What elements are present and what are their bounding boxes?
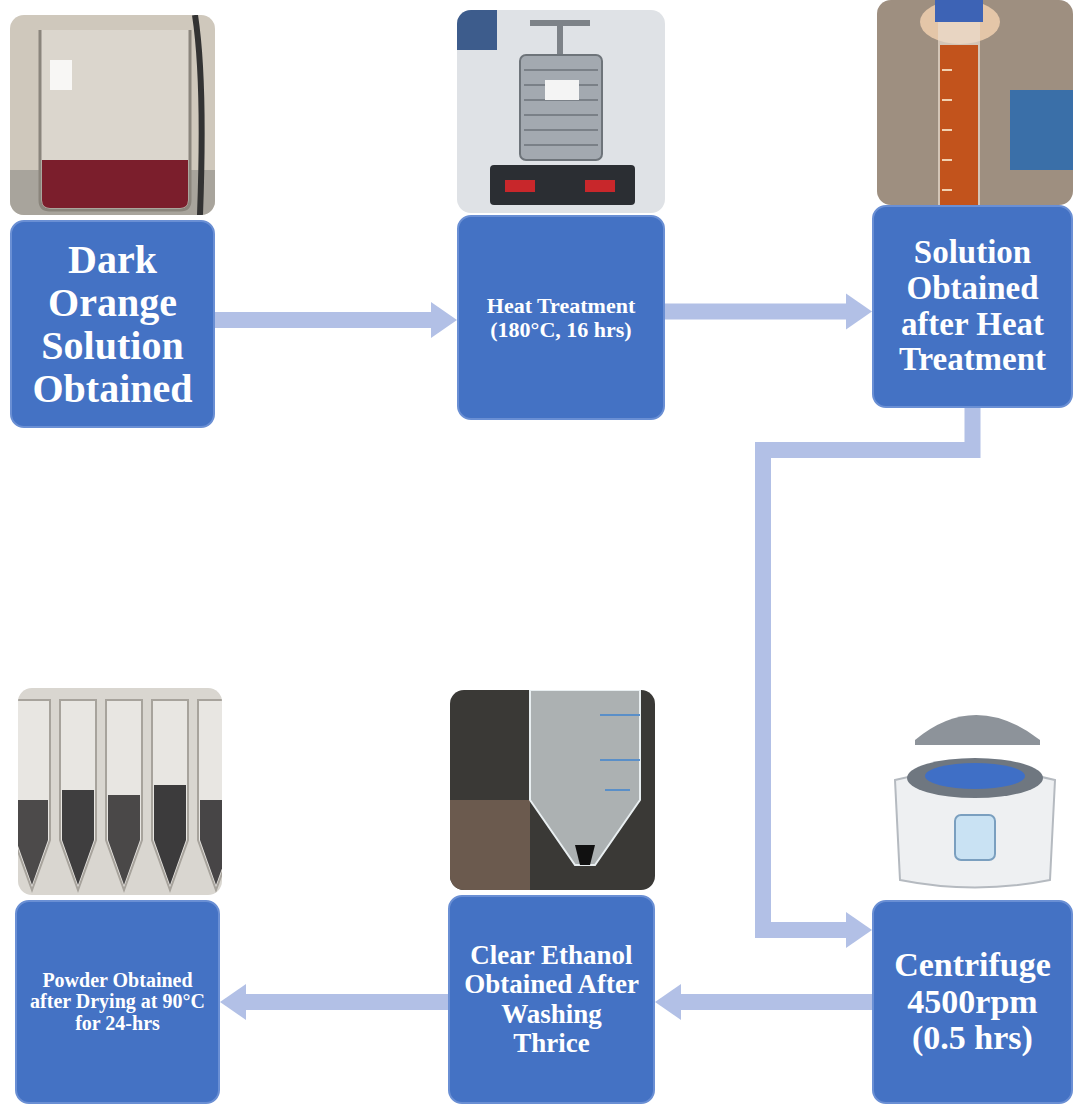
photo-ground	[457, 10, 665, 213]
photo-ground	[10, 15, 215, 215]
photo-ground	[450, 690, 655, 890]
flow-arrow	[665, 294, 872, 330]
process-box: Clear Ethanol Obtained After Washing Thr…	[448, 895, 655, 1104]
graduations	[600, 715, 640, 790]
arrow-head	[220, 984, 246, 1020]
background-object	[1010, 90, 1073, 170]
flow-arrow	[220, 984, 448, 1020]
beaker-mark	[50, 60, 72, 90]
graduations	[942, 70, 952, 190]
dark-liquid	[42, 160, 188, 208]
process-box: Centrifuge 4500rpm (0.5 hrs)	[872, 900, 1073, 1104]
mesh-lines	[524, 70, 598, 145]
step-label: Dark Orange Solution Obtained	[22, 238, 203, 411]
cable	[195, 15, 202, 215]
arrow-shaft	[245, 994, 448, 1010]
step-label: Powder Obtained after Drying at 90°C for…	[27, 970, 208, 1035]
tube-photo	[877, 0, 1073, 205]
centrifuge-photo	[880, 690, 1070, 895]
reactor-photo	[457, 10, 665, 213]
process-box: Dark Orange Solution Obtained	[10, 220, 215, 428]
control-panel	[955, 815, 995, 860]
flow-arrow	[655, 984, 872, 1020]
arrow-head	[846, 912, 872, 948]
arrow-shaft	[680, 994, 872, 1010]
hotplate	[490, 165, 635, 205]
tube	[938, 22, 980, 205]
process-box: Solution Obtained after Heat Treatment	[872, 205, 1073, 408]
poster	[457, 10, 497, 50]
photo-ground	[877, 0, 1073, 205]
flow-arrow	[215, 302, 457, 338]
rotor-well	[907, 758, 1043, 798]
tube-row	[18, 700, 222, 890]
process-box: Powder Obtained after Drying at 90°C for…	[15, 900, 220, 1104]
washed-tube-photo	[450, 690, 655, 890]
display	[585, 180, 615, 192]
arrow-shaft	[215, 312, 432, 328]
photo-ground	[880, 690, 1070, 895]
steel-mesh-vessel	[520, 55, 602, 160]
dark-pellet	[575, 845, 595, 865]
hand	[450, 800, 530, 890]
arrow-head	[846, 294, 872, 330]
arrow-head	[655, 984, 681, 1020]
step-label: Heat Treatment (180°C, 16 hrs)	[469, 294, 653, 342]
arrow-shaft	[665, 304, 847, 320]
orange-liquid	[940, 45, 978, 205]
process-box: Heat Treatment (180°C, 16 hrs)	[457, 215, 665, 420]
powder-tubes-photo	[14, 688, 234, 895]
step-label: Solution Obtained after Heat Treatment	[884, 235, 1061, 378]
beaker-photo	[10, 15, 215, 215]
centrifuge-lid	[915, 715, 1040, 745]
arrow-head	[431, 302, 457, 338]
display	[505, 180, 535, 192]
tube-cap	[935, 0, 983, 22]
beaker-glass	[40, 30, 190, 210]
step-label: Clear Ethanol Obtained After Washing Thr…	[460, 941, 643, 1058]
conical-tube	[530, 690, 640, 865]
step-label: Centrifuge 4500rpm (0.5 hrs)	[884, 947, 1061, 1057]
vessel-plate	[545, 80, 579, 100]
rotor-tubes	[925, 763, 1025, 789]
